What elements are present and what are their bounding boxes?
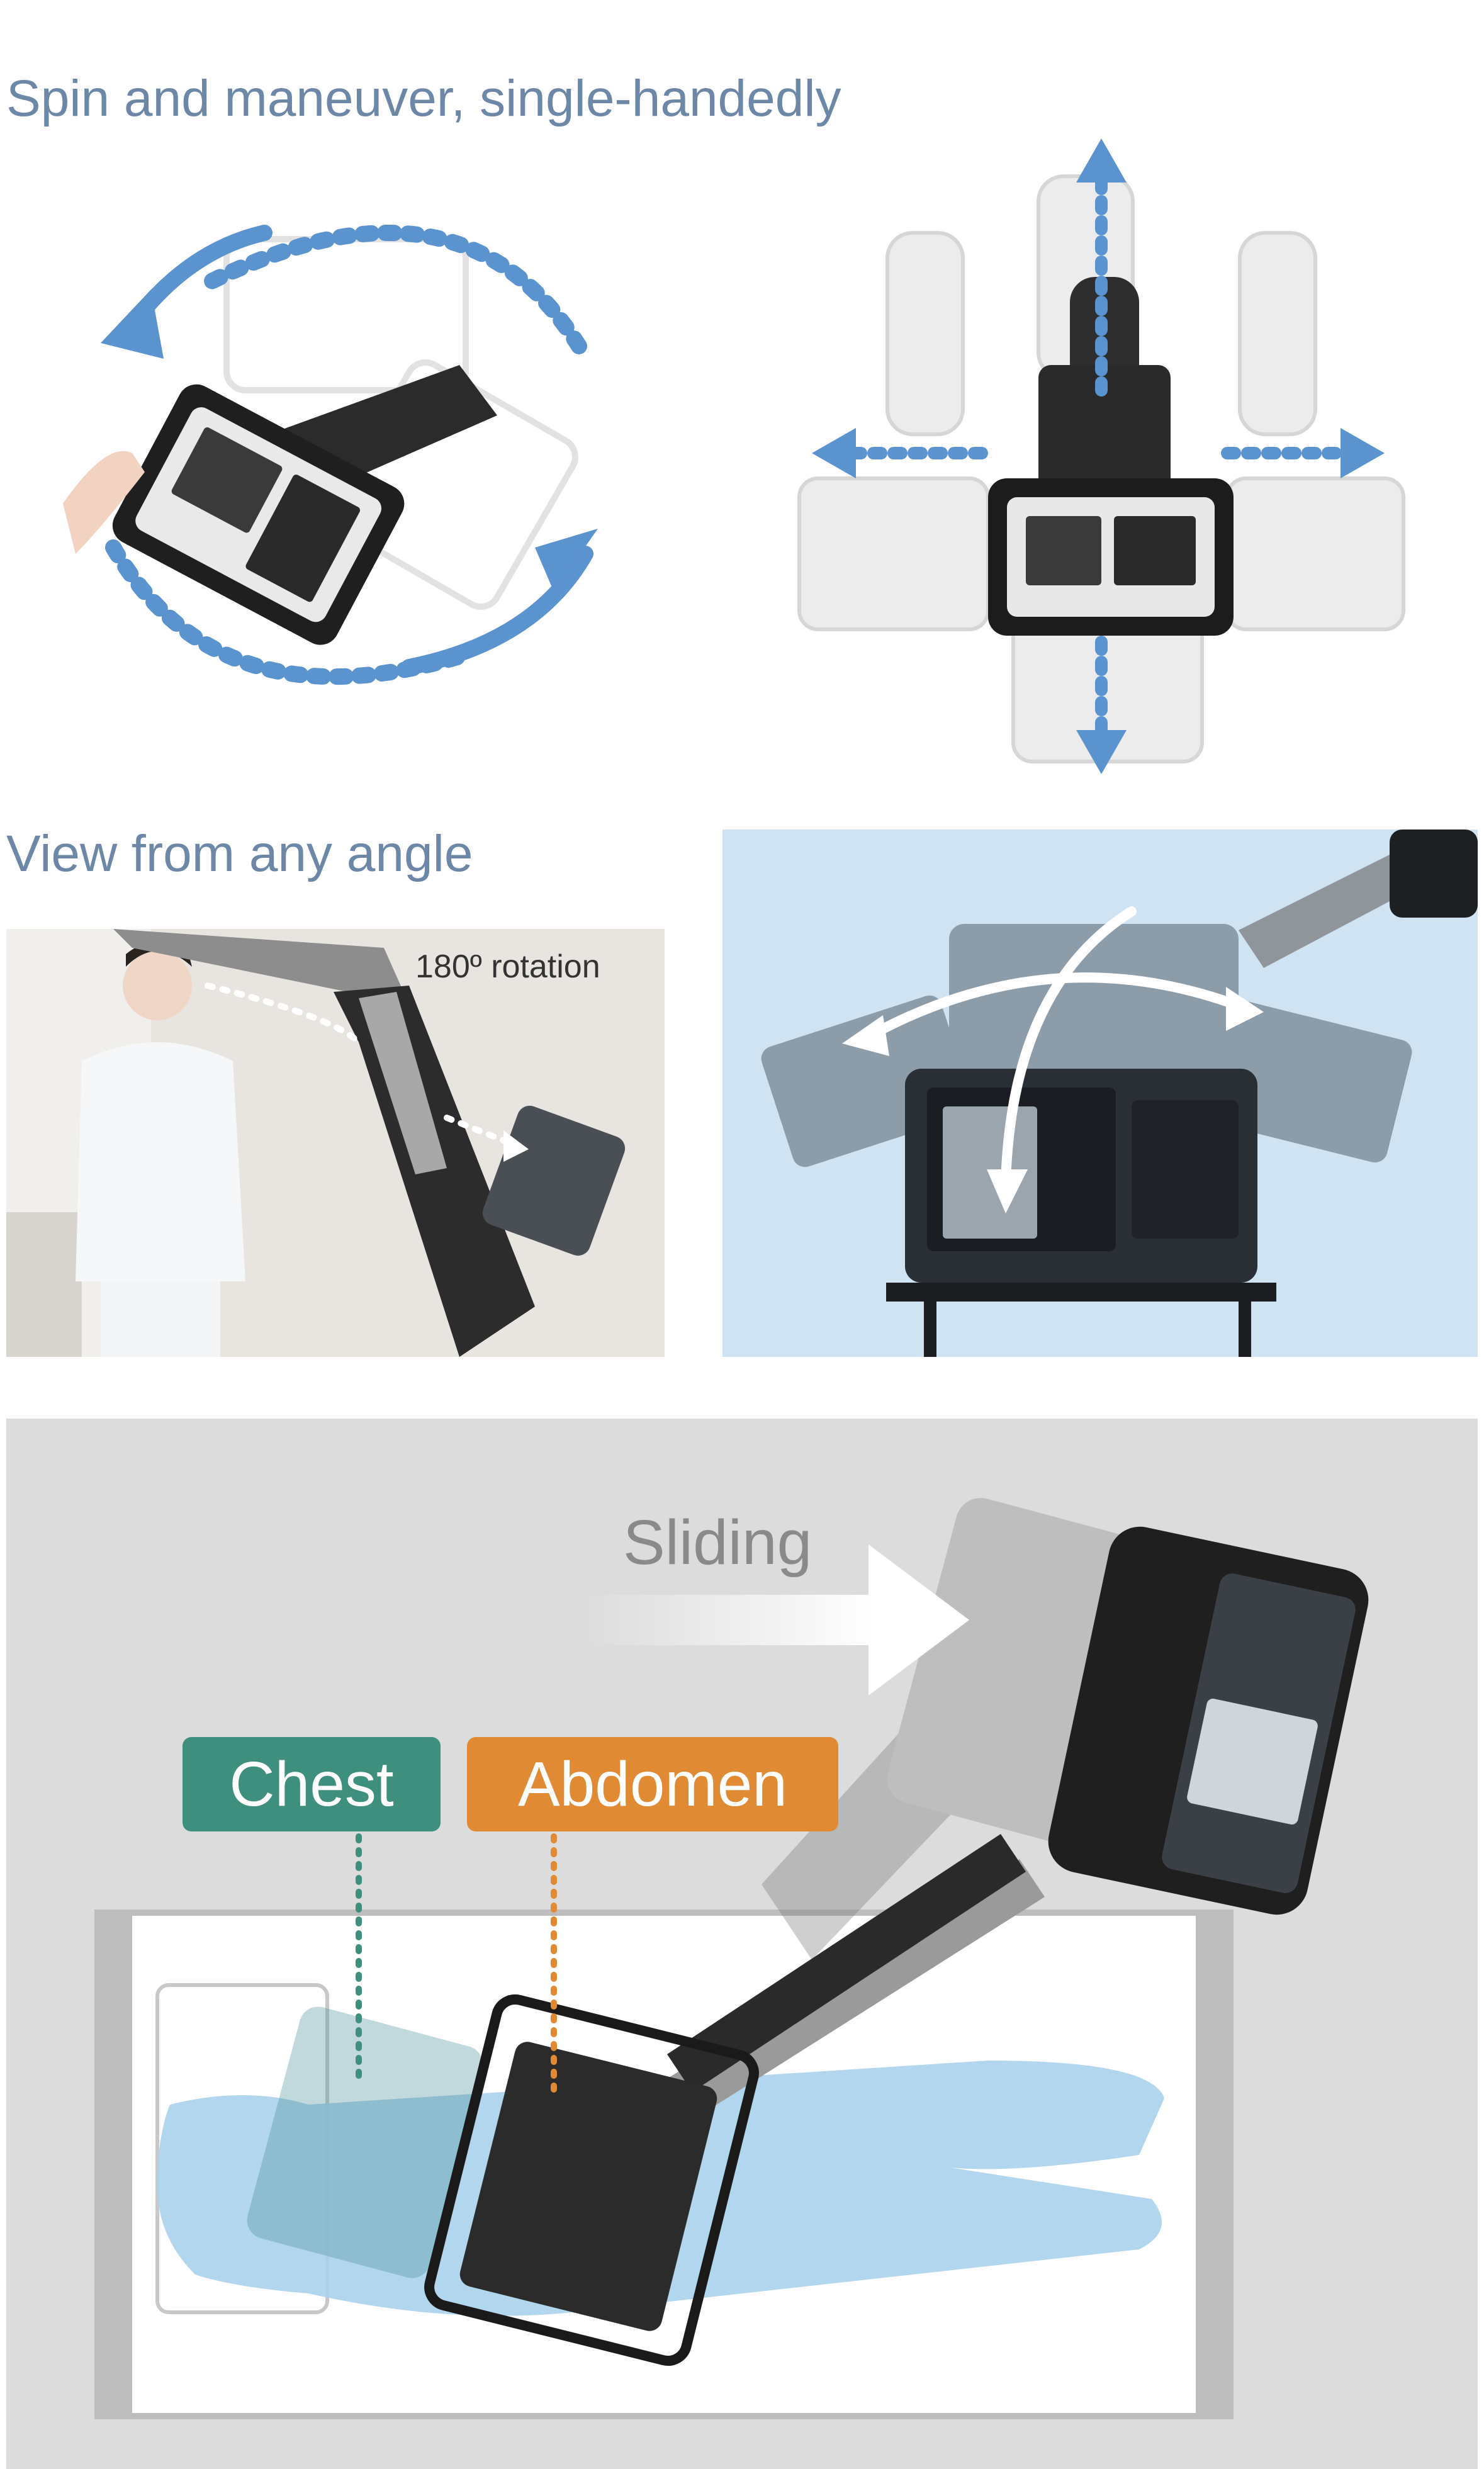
abdomen-label: Abdomen [467, 1737, 838, 1831]
spin-heading: Spin and maneuver, single-handedly [6, 70, 841, 127]
rotation-label: 180º rotation [415, 948, 600, 985]
move-arrow-icon [812, 138, 1385, 774]
view-heading: View from any angle [6, 825, 473, 882]
sliding-panel: Sliding Chest Abdomen [6, 1419, 1478, 2469]
nurse-photo: 180º rotation [6, 929, 665, 1357]
screen-rotation-photo [722, 830, 1478, 1357]
rotate-arrow-icon [200, 225, 587, 354]
sliding-arrow-icon [579, 1544, 969, 1696]
chest-label: Chest [183, 1737, 441, 1831]
sliding-label: Sliding [623, 1507, 812, 1578]
maneuver-illustration [787, 126, 1416, 787]
spin-rotation-illustration [57, 176, 623, 743]
